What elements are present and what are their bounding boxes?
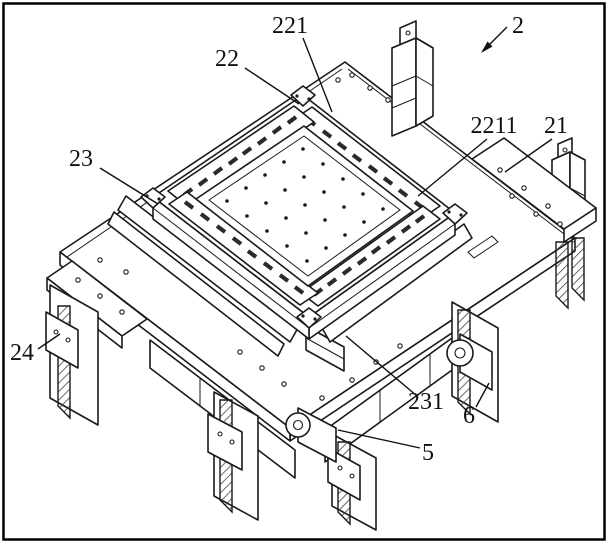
support-column-top: [391, 20, 434, 137]
right-wing-plate: [467, 137, 597, 259]
label-21: 21: [544, 113, 568, 139]
guide-rails-right: [555, 237, 585, 310]
leg-bottom-center: [327, 433, 377, 531]
label-221: 221: [272, 13, 308, 39]
label-23: 23: [69, 146, 93, 172]
cylinder-6: [446, 333, 493, 391]
label-6: 6: [463, 403, 475, 429]
labels: 2 221 22 2211 21 23 24 231 5 6: [10, 13, 568, 466]
label-2: 2: [512, 13, 524, 39]
label-22: 22: [215, 46, 239, 72]
label-231: 231: [408, 389, 444, 415]
label-5: 5: [422, 440, 434, 466]
rail-south-west: [168, 191, 319, 306]
label-24: 24: [10, 340, 34, 366]
leg-center-left: [207, 391, 259, 521]
corner-blocks: [140, 85, 468, 329]
fixture-frame: [140, 85, 468, 340]
leader-lines: [37, 26, 553, 449]
spacer-bars: [107, 195, 473, 357]
label-2211: 2211: [470, 113, 517, 139]
hole-grid: [225, 147, 385, 263]
cylinder-5: [285, 407, 337, 463]
leg-front-left: [45, 284, 99, 426]
